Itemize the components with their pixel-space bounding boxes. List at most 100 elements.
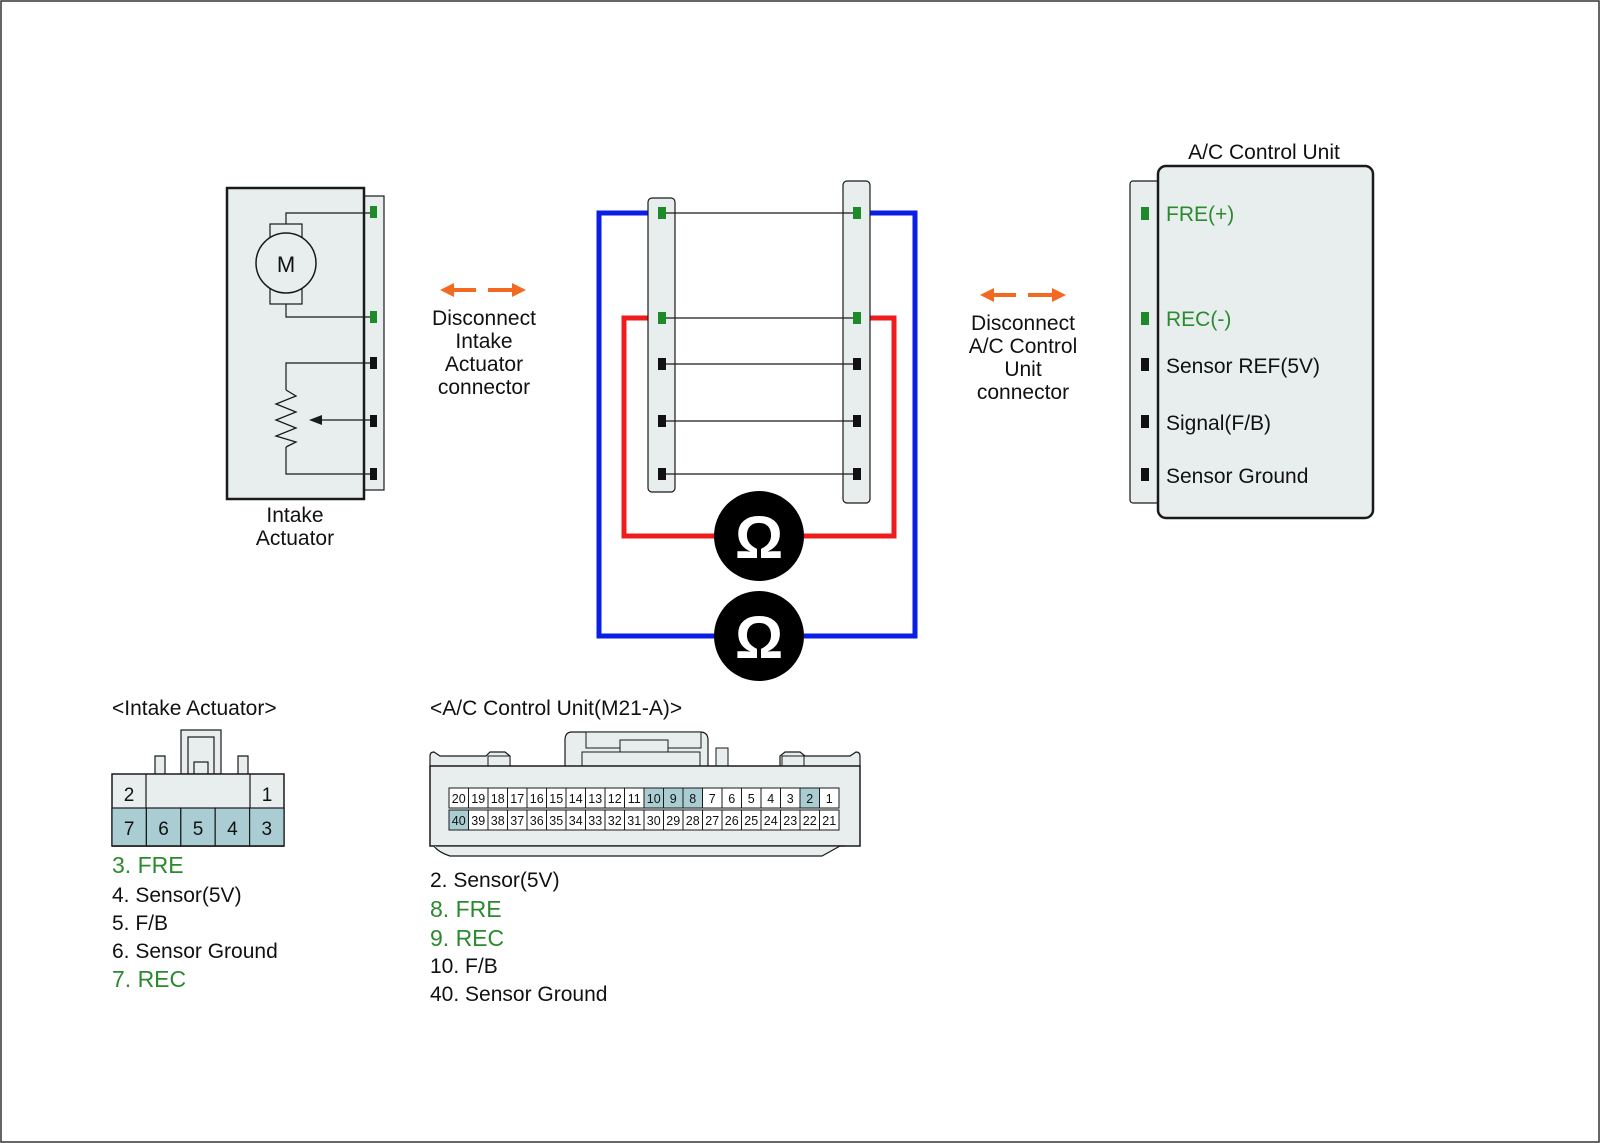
pin-cell: 6 (728, 792, 735, 806)
pin-cell: 2 (806, 792, 813, 806)
harness-pin (658, 468, 666, 480)
motor-symbol: M (277, 252, 295, 277)
harness-pin (853, 468, 861, 480)
legend-item: 6. Sensor Ground (112, 940, 278, 963)
pin-cell: 34 (569, 814, 583, 828)
ohmmeter-icon (714, 591, 804, 681)
pin-cell: 27 (705, 814, 719, 828)
intake-actuator: M Intake Actuator (225, 186, 385, 550)
pin-cell: 38 (491, 814, 505, 828)
pin-cell-bg (819, 787, 840, 809)
actuator-pin (370, 206, 377, 218)
harness-pin (853, 207, 861, 219)
pin-cell: 29 (666, 814, 680, 828)
acu-pin-label: Signal(F/B) (1166, 412, 1271, 435)
actuator-pin (370, 357, 377, 369)
actuator-label-line1: Intake (266, 504, 323, 527)
acu-pin-label: Sensor REF(5V) (1166, 355, 1320, 378)
acu-pin (1141, 358, 1149, 371)
disconnect-left-text: Disconnect Intake Actuator connector (432, 307, 536, 399)
pin-cell: 21 (822, 814, 836, 828)
pin-cell: 32 (608, 814, 622, 828)
pin-cell: 17 (510, 792, 524, 806)
connector-cell: 3 (262, 819, 273, 840)
actuator-label-line2: Actuator (256, 527, 334, 550)
pin-cell: 1 (826, 792, 833, 806)
legend-item: 10. F/B (430, 955, 498, 978)
pin-cell: 36 (530, 814, 544, 828)
connector-cell: 2 (124, 785, 135, 806)
connector-cell: 1 (262, 785, 273, 806)
pin-cell: 28 (686, 814, 700, 828)
acu-body (1156, 164, 1375, 520)
disconnect-left-line4: connector (438, 376, 530, 399)
legend-item: 7. REC (112, 966, 186, 992)
blue-test-lead (596, 210, 715, 639)
harness-pin (658, 415, 666, 427)
pin-cell: 8 (689, 792, 696, 806)
pin-cell: 16 (530, 792, 544, 806)
disconnect-left-line3: Actuator (445, 353, 523, 376)
actuator-connector-strip (362, 195, 385, 491)
pin-cell: 5 (748, 792, 755, 806)
arrow-right-icon (1052, 288, 1066, 302)
pin-cell: 14 (569, 792, 583, 806)
connector-cell-bg (180, 807, 216, 847)
disconnect-left-line2: Intake (455, 330, 512, 353)
pin-cell: 7 (709, 792, 716, 806)
acu-connector-strip (1129, 180, 1160, 504)
legend-item: 5. F/B (112, 912, 168, 935)
intake-connector-title: <Intake Actuator> (112, 697, 277, 720)
red-test-lead (804, 315, 897, 539)
pin-cell: 35 (549, 814, 563, 828)
disconnect-right-text: Disconnect A/C Control Unit connector (969, 312, 1078, 404)
arrow-right-icon (512, 283, 526, 297)
pin-cell: 22 (803, 814, 817, 828)
harness-pin (658, 358, 666, 370)
resistor-icon (274, 389, 298, 448)
disconnect-right-line1: Disconnect (971, 312, 1075, 335)
pin-cell: 20 (452, 792, 466, 806)
acu-pin (1141, 415, 1149, 428)
legend-item: 3. FRE (112, 852, 184, 878)
acu-pin-label: Sensor Ground (1166, 465, 1308, 488)
legend-item: 9. REC (430, 925, 504, 951)
connector-cell: 4 (227, 819, 238, 840)
ohmmeter-symbol: Ω (735, 604, 783, 671)
pin-cell-bg (819, 809, 840, 831)
pin-cell: 3 (787, 792, 794, 806)
pin-cell: 10 (647, 792, 661, 806)
pin-cell: 33 (588, 814, 602, 828)
connector-cell-bg (214, 807, 251, 847)
arrow-left-icon (980, 288, 994, 302)
disconnect-left-line1: Disconnect (432, 307, 536, 330)
acu-pin (1141, 468, 1149, 481)
ohmmeter-symbol: Ω (735, 504, 783, 571)
harness-connector-right (842, 180, 871, 504)
legend-item: 40. Sensor Ground (430, 983, 607, 1006)
pin-cell: 31 (627, 814, 641, 828)
actuator-pin (370, 468, 377, 480)
disconnect-right-line4: connector (977, 381, 1069, 404)
acu-pin-label: REC(-) (1166, 308, 1231, 331)
ac-control-unit: A/C Control Unit FRE(+) REC(-) Sensor RE… (1129, 141, 1375, 520)
actuator-pin (370, 311, 377, 323)
connector-cell: 5 (193, 819, 204, 840)
pin-cell: 18 (491, 792, 505, 806)
harness-pin (658, 207, 666, 219)
pin-cell: 37 (510, 814, 524, 828)
wiper-arrow-icon (309, 415, 322, 425)
disconnect-left-arrows (440, 283, 526, 297)
pin-cell: 24 (764, 814, 778, 828)
disconnect-right-line3: Unit (1004, 358, 1042, 381)
harness-pin (853, 415, 861, 427)
harness-connector-left (647, 197, 676, 493)
pin-cell: 11 (628, 792, 641, 806)
arrow-left-icon (440, 283, 454, 297)
intake-connector-legend: 3. FRE 4. Sensor(5V) 5. F/B 6. Sensor Gr… (112, 852, 278, 992)
harness-measurement: Ω Ω (596, 180, 918, 681)
